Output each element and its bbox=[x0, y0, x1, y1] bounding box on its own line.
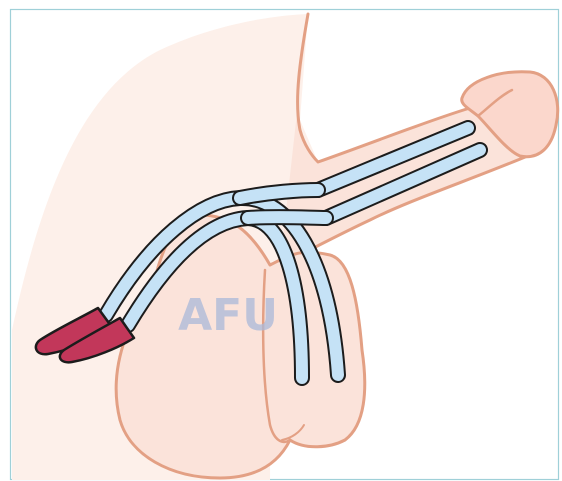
watermark: AFU bbox=[178, 290, 278, 341]
penis-shaft bbox=[280, 14, 530, 265]
